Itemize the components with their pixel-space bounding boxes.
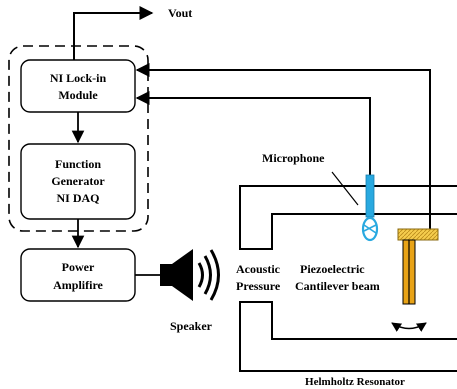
amp-label-1: Power [62, 260, 95, 274]
acoustic-label-1: Acoustic [236, 262, 281, 276]
funcgen-label-1: Function [55, 157, 101, 171]
cantilever-signal-line [135, 63, 431, 232]
speaker-label: Speaker [170, 319, 213, 333]
resonator-label: Helmholtz Resonator [305, 376, 405, 388]
microphone-label: Microphone [262, 151, 325, 165]
helmholtz-resonator [239, 185, 457, 372]
vout-label: Vout [168, 6, 192, 20]
cantilever-label-1: Piezoelectric [300, 262, 365, 276]
cantilever-label-2: Cantilever beam [295, 279, 380, 293]
oscillation-arrow-icon [391, 322, 427, 332]
acoustic-label-2: Pressure [236, 279, 281, 293]
lockin-label-1: NI Lock-in [50, 71, 107, 85]
vout-arrow [73, 6, 154, 60]
microphone-pointer [331, 171, 359, 206]
amp-label-2: Amplifire [53, 278, 103, 292]
power-amplifier-box [20, 248, 136, 302]
daq-enclosure [8, 45, 149, 232]
cantilever-beam [397, 228, 439, 305]
lockin-label-2: Module [58, 88, 98, 102]
lockin-box [20, 59, 136, 113]
funcgen-label-3: NI DAQ [56, 191, 99, 205]
speaker-icon [160, 249, 220, 301]
funcgen-label-2: Generator [51, 174, 105, 188]
microphone-icon [361, 174, 379, 242]
microphone-signal-line [135, 91, 371, 175]
